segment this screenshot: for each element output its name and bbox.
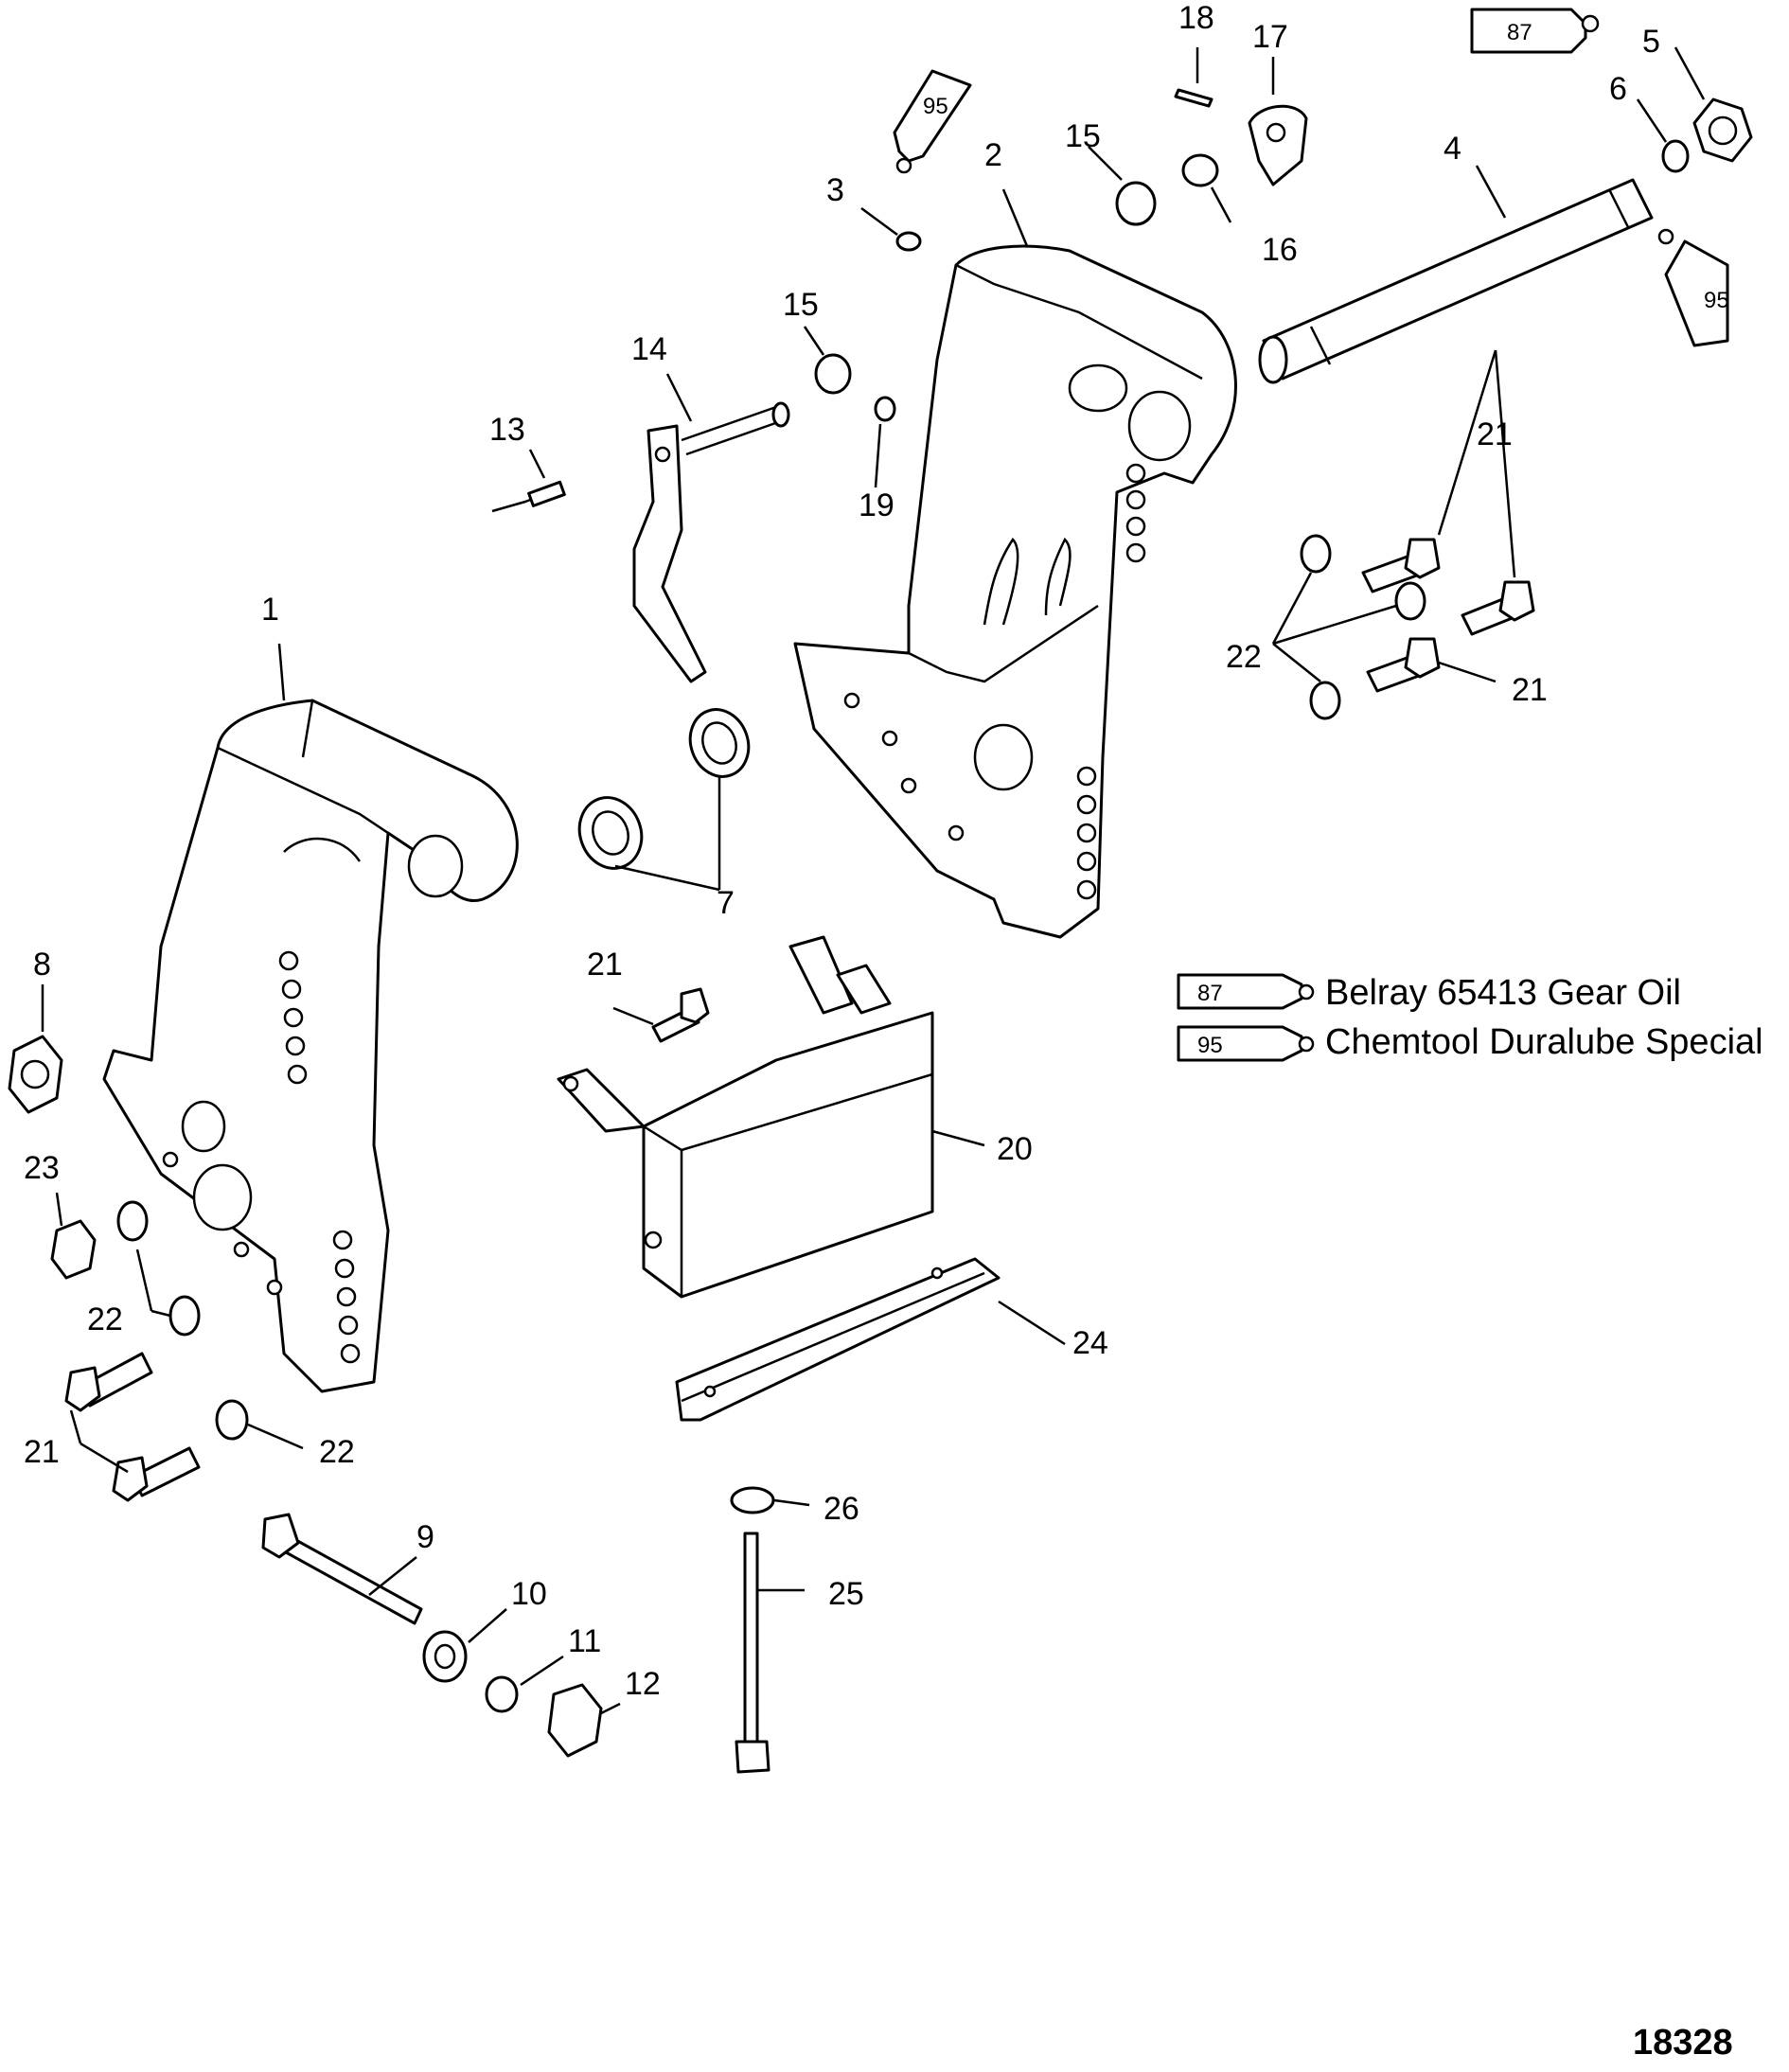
callout-number: 22 (319, 1434, 355, 1470)
lubricant-legend: 87 Belray 65413 Gear Oil 95 Chemtool Dur… (1177, 973, 1763, 1062)
callout-number: 2 (984, 137, 1002, 173)
tube-code: 87 (1507, 20, 1532, 45)
figure-number: 18328 (1633, 2023, 1733, 2063)
legend-row: 95 Chemtool Duralube Special (1177, 1022, 1763, 1062)
left-transom-bracket (102, 699, 519, 1393)
callout-number: 4 (1444, 131, 1461, 167)
callout-number: 15 (783, 287, 819, 323)
tilt-lock-lever (632, 401, 790, 683)
lubricant-tube-87: 87 (1470, 8, 1600, 54)
callout-number: 21 (587, 947, 623, 983)
callout-number: 18 (1178, 0, 1214, 36)
callout-number: 21 (1512, 672, 1548, 708)
legend-code: 95 (1197, 1033, 1223, 1058)
legend-text: Chemtool Duralube Special (1325, 1022, 1763, 1062)
callout-number: 17 (1252, 19, 1288, 55)
legend-text: Belray 65413 Gear Oil (1325, 973, 1681, 1013)
legend-code: 87 (1197, 981, 1223, 1006)
legend-row: 87 Belray 65413 Gear Oil (1177, 973, 1681, 1013)
support-bracket (557, 935, 934, 1299)
callout-number: 13 (489, 412, 525, 448)
wave-washers (577, 708, 751, 870)
callout-number: 15 (1065, 118, 1101, 154)
right-transom-bracket (793, 244, 1237, 939)
bracket-holes (162, 950, 361, 1364)
callout-number: 11 (568, 1623, 601, 1659)
callouts: 1 2 3 4 5 6 7 8 9 10 11 12 13 14 15 15 1… (24, 0, 1660, 1702)
callout-number: 8 (33, 947, 51, 983)
callout-number: 20 (997, 1131, 1033, 1167)
callout-number: 14 (631, 331, 667, 367)
callout-number: 19 (859, 487, 894, 523)
callout-number: 5 (1642, 24, 1660, 60)
bracket-holes (843, 463, 1146, 900)
callout-number: 3 (826, 172, 844, 208)
callout-number: 22 (87, 1302, 123, 1337)
callout-number: 25 (828, 1576, 864, 1612)
callout-number: 16 (1262, 232, 1298, 268)
callout-number: 1 (261, 592, 279, 628)
callout-number: 6 (1609, 71, 1627, 107)
callout-number: 24 (1072, 1325, 1108, 1361)
callout-number: 9 (416, 1519, 434, 1555)
tube-code: 95 (923, 94, 948, 119)
tilt-tube (1258, 178, 1654, 384)
callout-number: 22 (1226, 639, 1262, 675)
callout-number: 21 (1477, 416, 1513, 452)
callout-number: 26 (824, 1491, 859, 1527)
callout-number: 10 (511, 1576, 547, 1612)
callout-number: 23 (24, 1150, 60, 1186)
mounting-plate (675, 1257, 1001, 1422)
lubricant-tube-95: 95 (893, 69, 972, 174)
lubricant-tube-95: 95 (1657, 228, 1729, 347)
callout-number: 21 (24, 1434, 60, 1470)
callout-number: 7 (717, 885, 735, 921)
hardware (8, 88, 1753, 1774)
leader-lines (41, 46, 1706, 1715)
tube-code: 95 (1704, 288, 1729, 313)
callout-number: 12 (625, 1666, 661, 1702)
